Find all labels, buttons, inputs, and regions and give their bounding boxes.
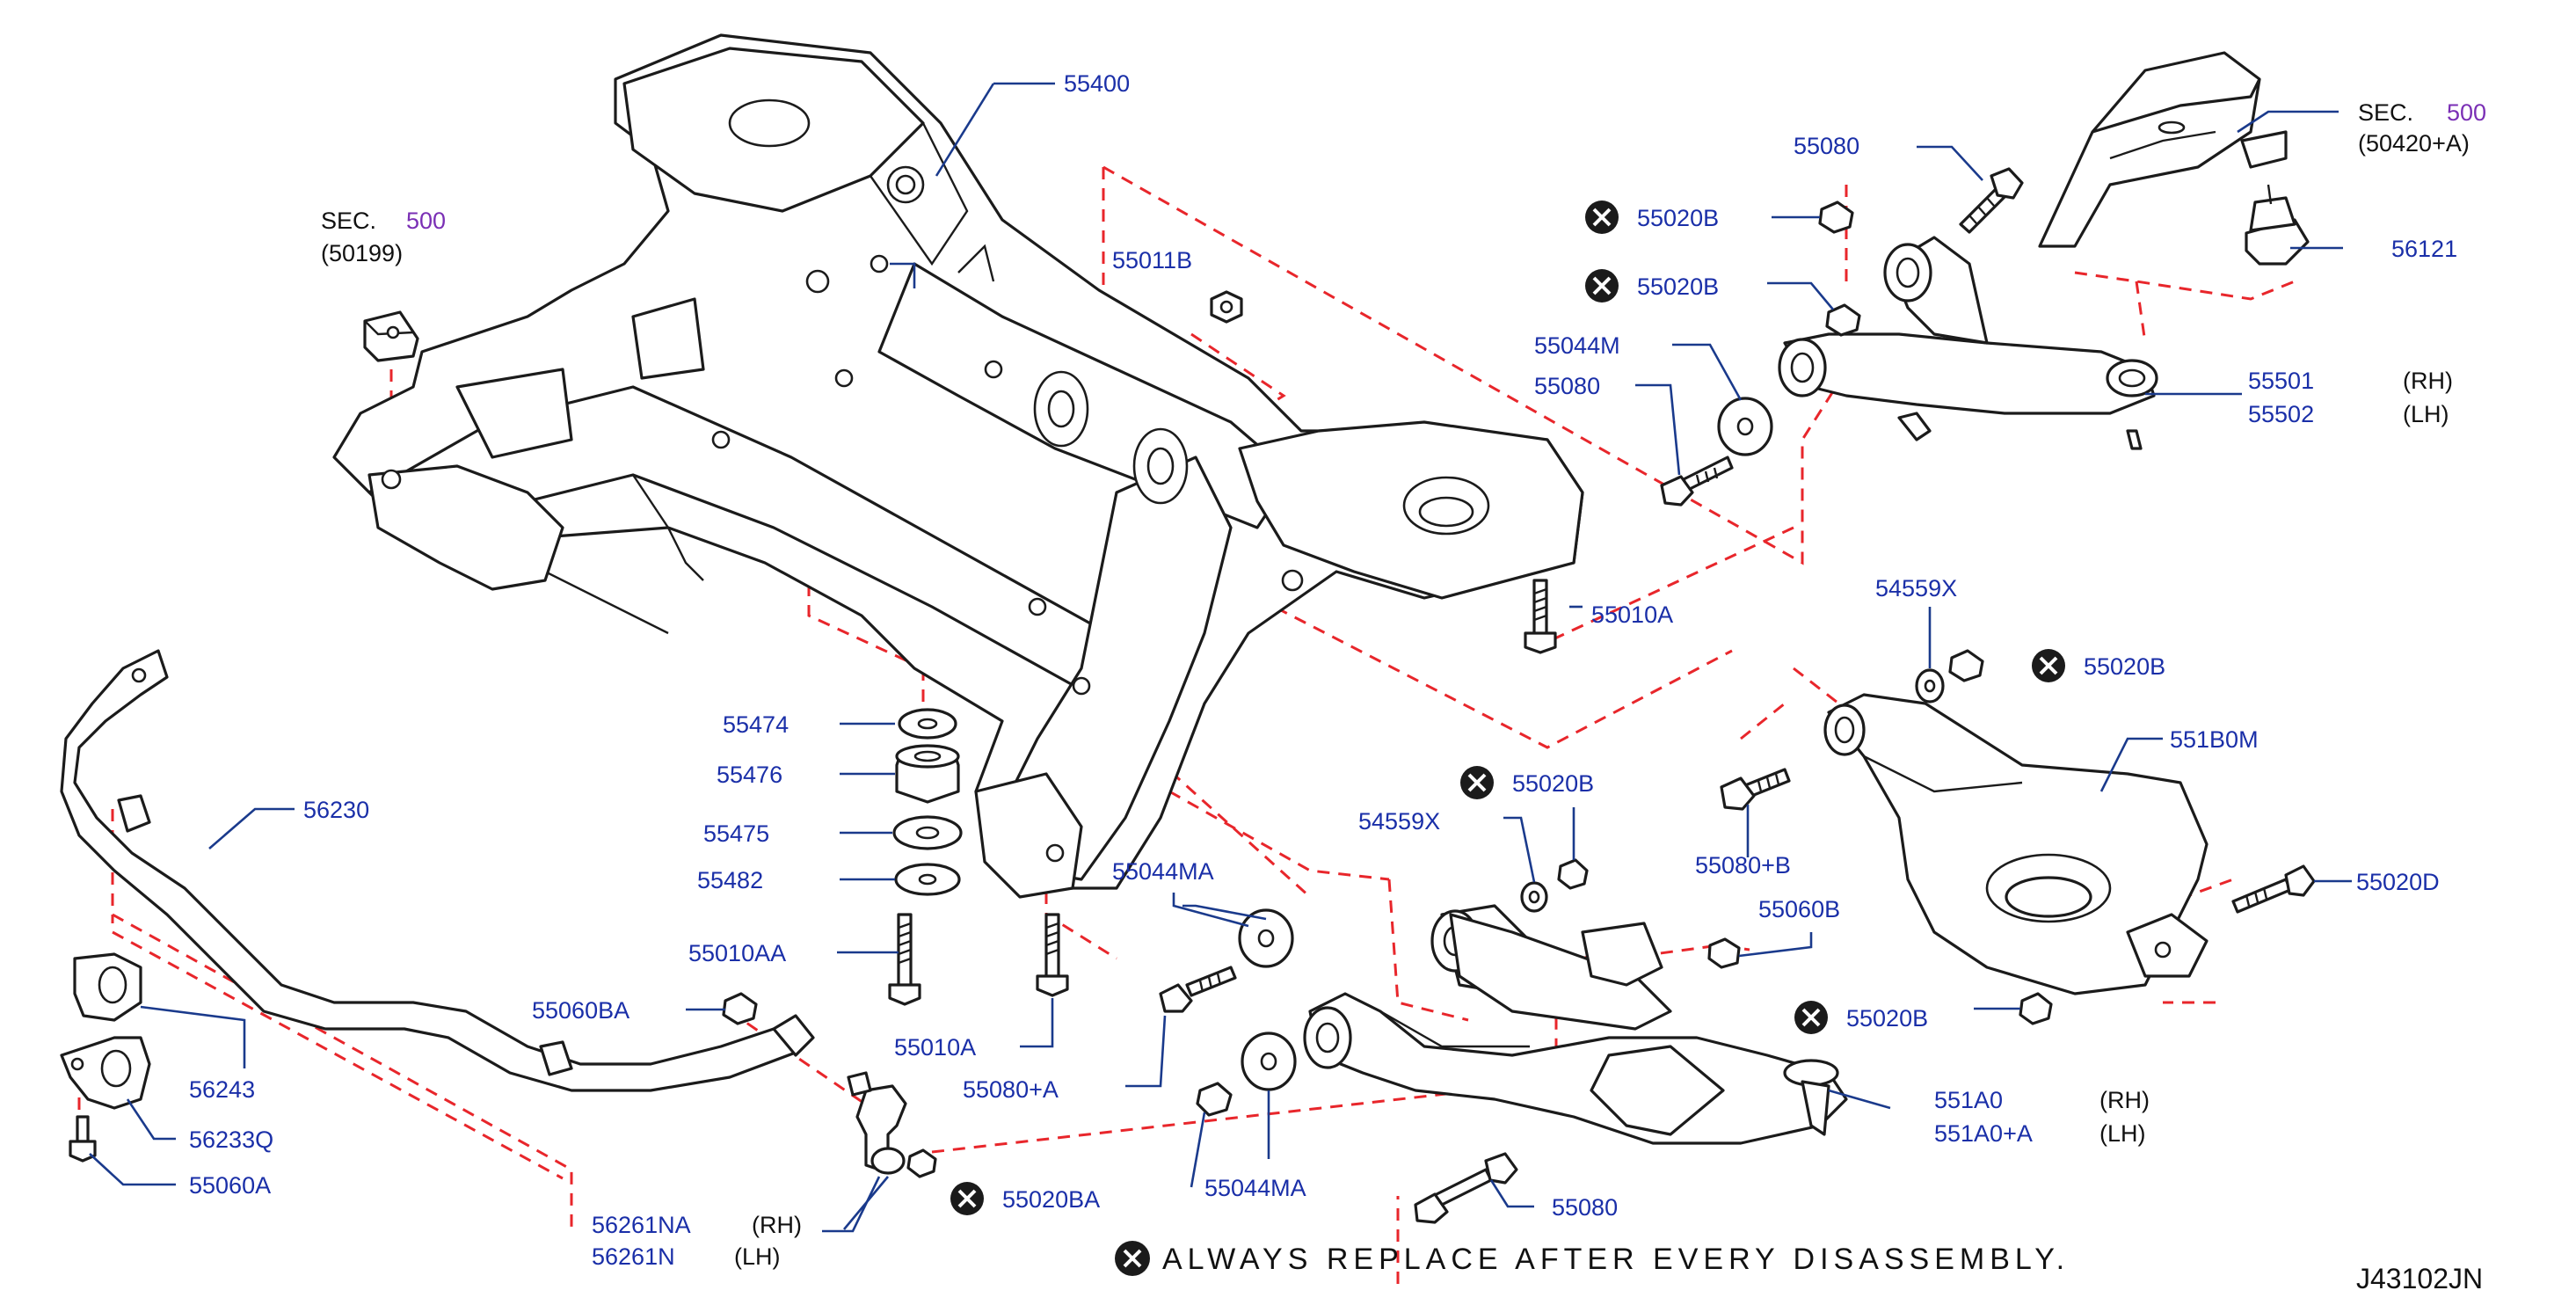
label-55400: 55400	[1064, 70, 1130, 97]
leader-55400	[935, 83, 995, 177]
label-55501: 55501	[2248, 368, 2314, 394]
label-55020B-right: 55020B	[2084, 653, 2165, 680]
label-54559X-mid: 54559X	[1358, 808, 1440, 835]
note-text: ALWAYS REPLACE AFTER EVERY DISASSEMBLY.	[1162, 1243, 2070, 1276]
tag-lh-1: (LH)	[734, 1243, 781, 1270]
stabilizer-connecting-rod-56261	[847, 1071, 907, 1175]
nut-55020B-lower-front	[1196, 1082, 1233, 1117]
label-sec-left: SEC.	[321, 208, 376, 234]
label-55020B-top1: 55020B	[1637, 205, 1719, 231]
tag-lh-3: (LH)	[2099, 1120, 2146, 1147]
label-55010A-top: 55010A	[1591, 601, 1673, 628]
tag-rh-3: (RH)	[2099, 1087, 2150, 1113]
label-sec-right-number: 500	[2447, 99, 2486, 126]
label-55060B: 55060B	[1758, 896, 1840, 922]
label-56230: 56230	[303, 797, 369, 823]
tag-lh-2: (LH)	[2403, 401, 2449, 427]
nut-55020B-low	[2019, 992, 2053, 1025]
leader-lines	[89, 110, 2352, 1233]
label-55476: 55476	[717, 762, 782, 788]
label-55482: 55482	[697, 867, 763, 893]
label-sec-left-ref: (50199)	[321, 240, 403, 266]
fasteners	[69, 167, 2316, 1224]
bolt-55020D	[2231, 864, 2316, 914]
label-sec-left-number: 500	[406, 208, 446, 234]
label-sec-right: SEC.	[2358, 99, 2413, 126]
label-55475: 55475	[703, 820, 769, 847]
tag-rh-1: (RH)	[752, 1212, 802, 1238]
x-circle-icon-55020BA	[950, 1182, 984, 1215]
bolt-55010A-upper	[1524, 579, 1557, 654]
label-55010A-low: 55010A	[894, 1034, 976, 1061]
label-55020B-mid: 55020B	[1512, 770, 1594, 797]
label-55020D: 55020D	[2356, 869, 2440, 895]
label-55044MA-top: 55044MA	[1112, 858, 1214, 885]
front-suspension-member	[332, 33, 1584, 899]
label-56261NA: 56261NA	[592, 1212, 691, 1238]
label-551A0: 551A0	[1934, 1087, 2003, 1113]
x-circle-icon-55020B-top1	[1585, 200, 1619, 234]
label-551A0A: 551A0+A	[1934, 1120, 2033, 1147]
label-55080B: 55080+B	[1695, 852, 1791, 879]
engine-mount-bracket-50420	[2038, 51, 2288, 248]
bolt-55080-upper	[1660, 456, 1734, 507]
replacement-note: ALWAYS REPLACE AFTER EVERY DISASSEMBLY.	[1115, 1241, 2070, 1276]
label-56243: 56243	[189, 1076, 255, 1103]
bolt-55080A	[1159, 966, 1237, 1013]
label-55020B-top2: 55020B	[1637, 273, 1719, 300]
label-55502: 55502	[2248, 401, 2314, 427]
bolt-55010AA	[888, 913, 921, 1006]
label-55060A: 55060A	[189, 1172, 271, 1199]
nut-55020B-right	[1948, 649, 1984, 682]
label-55060BA: 55060BA	[532, 997, 629, 1024]
rebound-stopper-56121	[2245, 184, 2310, 266]
stabilizer-bar-56230	[60, 649, 815, 1092]
label-55020BA: 55020BA	[1002, 1186, 1100, 1213]
bolt-55080-lower	[1414, 1152, 1518, 1224]
bolt-55080-top	[1959, 167, 2024, 234]
bolt-55080B	[1720, 768, 1791, 811]
callout-labels: 55400 SEC. 500 (50199) 55011B 55010A 554…	[189, 70, 2486, 1270]
label-56233Q: 56233Q	[189, 1126, 273, 1153]
label-55080-low: 55080	[1552, 1194, 1618, 1221]
label-55011B: 55011B	[1112, 247, 1192, 273]
label-55044MA-low: 55044MA	[1204, 1175, 1306, 1201]
stabilizer-clamp-56233Q	[60, 1036, 151, 1110]
nut-55020B-mid	[1557, 858, 1589, 890]
label-55080-upper: 55080	[1534, 373, 1600, 399]
x-circle-icon-55020B-low	[1794, 1001, 1828, 1034]
bolt-55060A	[69, 1115, 97, 1163]
label-56121: 56121	[2391, 236, 2457, 262]
label-55020B-low: 55020B	[1846, 1005, 1928, 1032]
nut-55020BA	[906, 1148, 937, 1178]
nut-55060BA	[722, 992, 758, 1025]
x-circle-icon-55020B-top2	[1585, 269, 1619, 303]
bolt-55010A-lower	[1036, 913, 1069, 997]
label-55044M: 55044M	[1534, 332, 1620, 359]
nut-55020B-top2	[1825, 303, 1861, 337]
upper-link-assembly	[1778, 236, 2158, 450]
nut-55060B	[1707, 937, 1741, 969]
mount-insulator-stack	[892, 708, 963, 896]
label-sec-right-ref: (50420+A)	[2358, 130, 2470, 157]
nut-55020B-top1	[1818, 200, 1854, 234]
lower-rear-arm-551B0M	[1823, 693, 2209, 995]
label-55474: 55474	[723, 711, 789, 738]
label-551B0M: 551B0M	[2170, 726, 2259, 753]
label-55080A: 55080+A	[963, 1076, 1059, 1103]
tag-rh-2: (RH)	[2403, 368, 2453, 394]
label-55010AA: 55010AA	[688, 940, 786, 966]
label-54559X-right: 54559X	[1875, 575, 1957, 601]
label-55080-top: 55080	[1794, 133, 1859, 159]
x-circle-icon	[1115, 1241, 1150, 1276]
diagram-code: J43102JN	[2356, 1263, 2483, 1294]
label-56261N: 56261N	[592, 1243, 675, 1270]
x-circle-icon-55020B-right	[2032, 649, 2065, 682]
stabilizer-bushing-56243	[73, 952, 142, 1022]
x-circle-icon-55020B-mid	[1460, 766, 1494, 799]
engine-mount-bracket-50199	[363, 310, 419, 362]
lower-front-arm-551A0	[1303, 904, 1848, 1145]
